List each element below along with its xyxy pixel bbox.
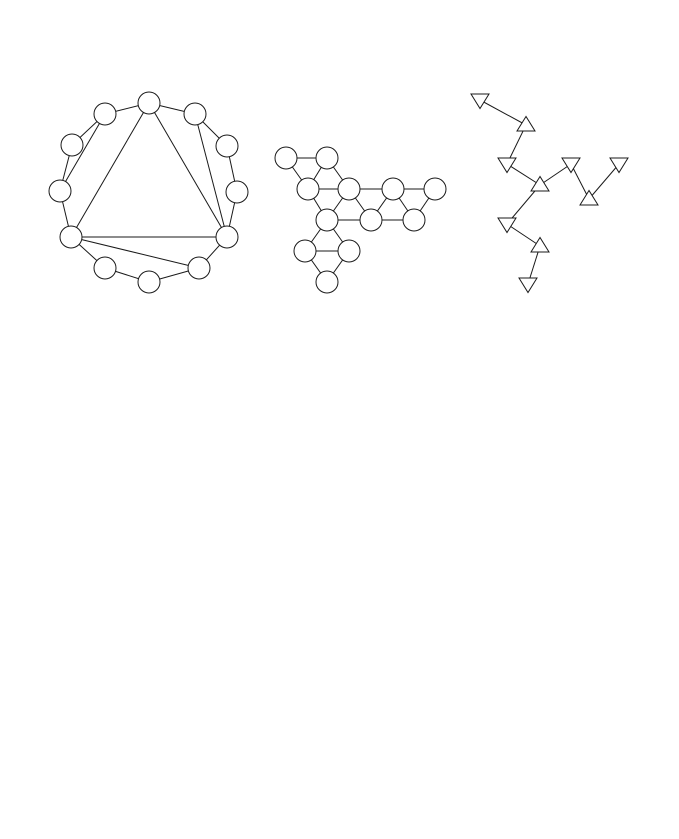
edge [539, 163, 572, 186]
node-triangle [516, 115, 536, 132]
edge [70, 102, 150, 238]
edge [59, 113, 106, 192]
edge [570, 163, 590, 200]
edge [479, 99, 527, 126]
edge [148, 102, 228, 238]
node-circle [225, 180, 249, 204]
node-circle [337, 177, 361, 201]
graph-ring-triangle [48, 91, 249, 294]
edge [70, 236, 200, 269]
node-circle [93, 256, 117, 280]
node-circle [137, 91, 161, 115]
graph-triangular-lattice [274, 146, 447, 294]
node-circle [59, 225, 83, 249]
node-circle [315, 146, 339, 170]
node-circle [359, 208, 383, 232]
node-circle [93, 102, 117, 126]
node-circle [215, 134, 239, 158]
node-circle [315, 270, 339, 294]
node-triangle [497, 157, 517, 174]
node-circle [187, 256, 211, 280]
node-triangle [579, 189, 599, 206]
node-circle [337, 239, 361, 263]
node-circle [183, 102, 207, 126]
node-triangle [518, 277, 538, 294]
node-circle [60, 133, 84, 157]
node-circle [402, 208, 426, 232]
node-circle [137, 270, 161, 294]
graph-triangle-tree [470, 93, 629, 294]
edge [506, 184, 541, 225]
edge [506, 223, 541, 247]
node-triangle [497, 217, 517, 234]
edge [506, 124, 527, 165]
node-triangle [561, 157, 581, 174]
node-triangle [530, 236, 550, 253]
node-triangle [530, 175, 550, 192]
node-circle [48, 179, 72, 203]
edge [588, 163, 620, 200]
node-circle [215, 225, 239, 249]
edge [194, 113, 228, 238]
node-circle [381, 177, 405, 201]
node-circle [293, 239, 317, 263]
node-triangle [609, 157, 629, 174]
node-circle [274, 146, 298, 170]
edge [506, 163, 541, 186]
node-triangle [470, 93, 490, 110]
node-circle [296, 177, 320, 201]
node-circle [423, 177, 447, 201]
node-circle [315, 208, 339, 232]
